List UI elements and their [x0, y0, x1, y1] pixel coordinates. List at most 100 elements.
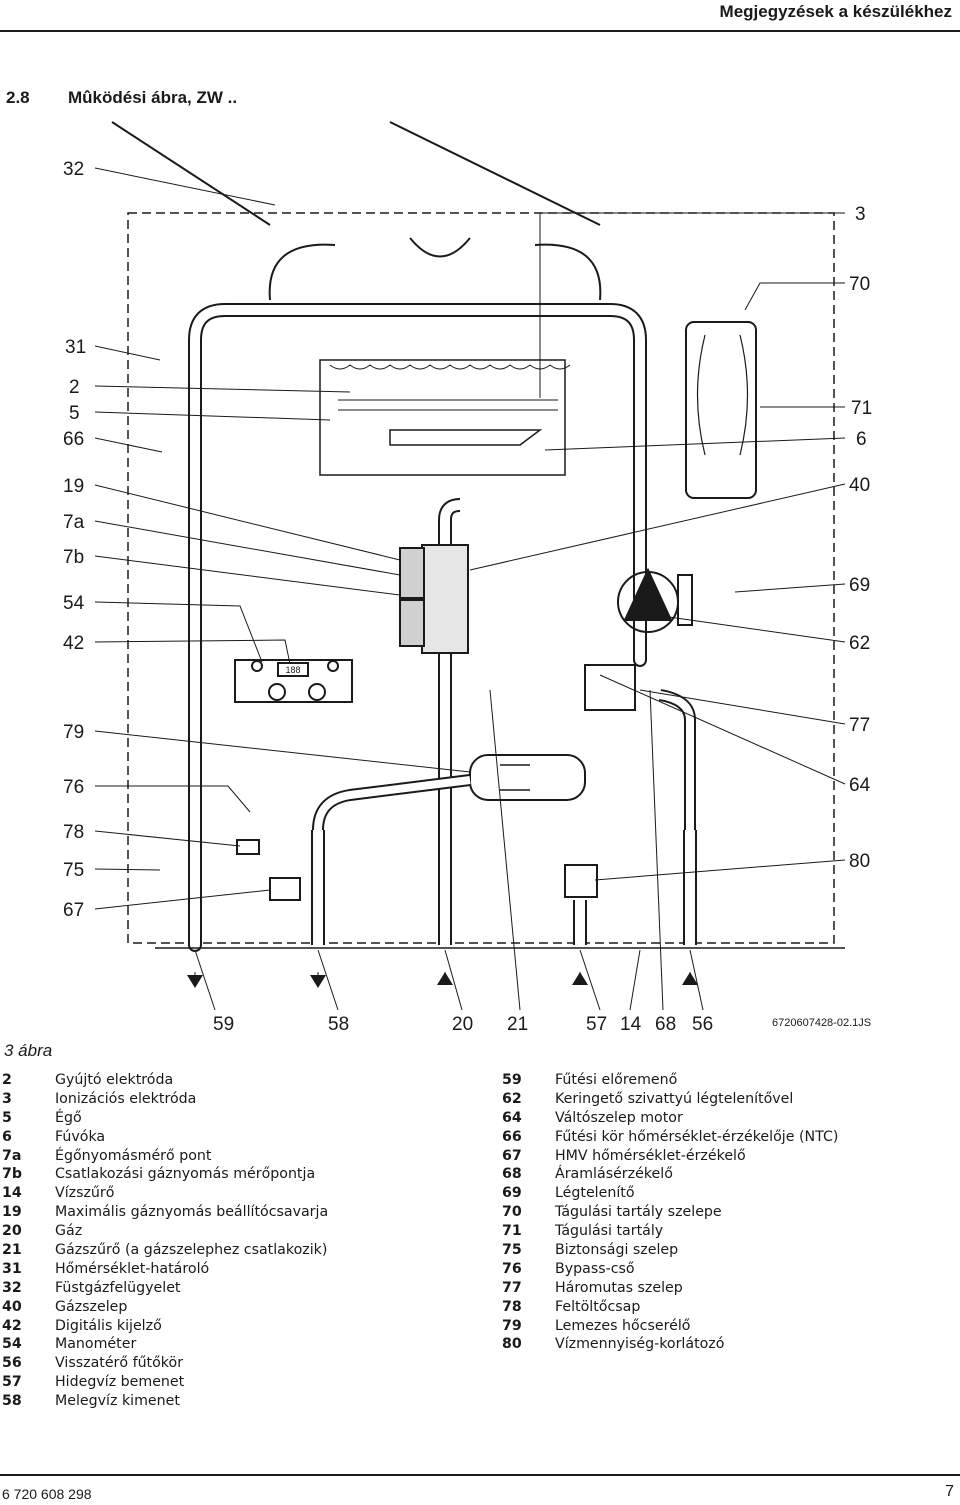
- legend-text: Égő: [55, 1109, 82, 1126]
- header-rule: [0, 30, 960, 32]
- legend-number: 80: [502, 1336, 522, 1353]
- label-5: 5: [69, 403, 80, 424]
- legend-number: 3: [2, 1090, 12, 1107]
- legend-text: Csatlakozási gáznyomás mérőpontja: [55, 1166, 316, 1183]
- legend-item: 21 Gázszűrő (a gázszelephez csatlakozik): [2, 1241, 328, 1260]
- label-14: 14: [620, 1014, 642, 1035]
- footer-document-code: 6 720 608 298: [2, 1486, 92, 1502]
- label-80: 80: [849, 851, 870, 872]
- legend-text: Áramlásérzékelő: [555, 1166, 673, 1183]
- legend-number: 5: [2, 1109, 12, 1126]
- legend-number: 57: [2, 1374, 22, 1391]
- label-68: 68: [655, 1014, 676, 1035]
- legend-number: 21: [2, 1242, 22, 1259]
- legend-text: Hőmérséklet-határoló: [55, 1260, 210, 1277]
- legend-number: 75: [502, 1242, 522, 1259]
- label-32: 32: [63, 159, 84, 180]
- footer-rule: [0, 1474, 960, 1476]
- legend-text: Keringető szivattyú légtelenítővel: [555, 1090, 794, 1107]
- legend-number: 31: [2, 1260, 22, 1277]
- legend-number: 76: [502, 1260, 522, 1277]
- display-readout: 188: [285, 665, 300, 675]
- label-7b: 7b: [63, 547, 84, 568]
- legend-item: 70 Tágulási tartály szelepe: [502, 1203, 838, 1222]
- legend-item: 78 Feltöltőcsap: [502, 1298, 838, 1317]
- legend-text: Ionizációs elektróda: [55, 1090, 197, 1107]
- legend-text: Feltöltőcsap: [555, 1298, 641, 1315]
- legend-item: 80 Vízmennyiség-korlátozó: [502, 1335, 838, 1354]
- legend-number: 66: [502, 1128, 522, 1145]
- label-54: 54: [63, 593, 85, 614]
- label-79: 79: [63, 722, 84, 743]
- legend-text: Biztonsági szelep: [555, 1242, 679, 1259]
- filling-valve: [236, 839, 260, 855]
- label-19: 19: [63, 476, 84, 497]
- legend-item: 62 Keringető szivattyú légtelenítővel: [502, 1090, 838, 1109]
- legend-item: 75 Biztonsági szelep: [502, 1241, 838, 1260]
- legend-number: 56: [2, 1355, 22, 1372]
- legend-text: Vízmennyiség-korlátozó: [555, 1336, 725, 1353]
- label-71: 71: [851, 398, 872, 419]
- label-3: 3: [855, 204, 866, 225]
- legend-number: 58: [2, 1393, 22, 1410]
- three-way-valve: [584, 664, 636, 711]
- legend-number: 71: [502, 1223, 522, 1240]
- legend-text: Füstgázfelügyelet: [55, 1279, 181, 1296]
- label-56: 56: [692, 1014, 713, 1035]
- label-2: 2: [69, 377, 80, 398]
- legend-text: Tágulási tartály: [555, 1223, 664, 1240]
- legend-text: Gyújtó elektróda: [55, 1072, 174, 1088]
- label-75: 75: [63, 860, 84, 881]
- legend-item: 3 Ionizációs elektróda: [2, 1090, 328, 1109]
- legend-text: HMV hőmérséklet-érzékelő: [555, 1147, 746, 1164]
- legend-text: Tágulási tartály szelepe: [555, 1204, 722, 1221]
- appliance-frame: [127, 212, 835, 944]
- legend-number: 70: [502, 1204, 522, 1221]
- left-labels: 32 31 2 5 66 19 7a 7b 54 42 79 76 78 75 …: [63, 159, 86, 921]
- label-42: 42: [63, 633, 84, 654]
- gas-valve: [421, 544, 469, 654]
- legend-number: 77: [502, 1279, 522, 1296]
- legend-number: 32: [2, 1279, 22, 1296]
- functional-diagram: 188 32 31 2 5 66 19 7a 7b 54 42 79 76 78…: [63, 121, 872, 1035]
- label-70: 70: [849, 274, 870, 295]
- legend-number: 78: [502, 1298, 522, 1315]
- label-40: 40: [849, 475, 870, 496]
- legend-text: Fűtési előremenő: [555, 1072, 678, 1088]
- legend-number: 62: [502, 1090, 522, 1107]
- legend-number: 2: [2, 1072, 12, 1088]
- legend-number: 20: [2, 1223, 22, 1240]
- label-66: 66: [63, 429, 84, 450]
- legend-text: Égőnyomásmérő pont: [55, 1147, 212, 1164]
- label-21: 21: [507, 1014, 528, 1035]
- flue-hood: [111, 121, 601, 226]
- legend-text: Fűtési kör hőmérséklet-érzékelője (NTC): [555, 1128, 839, 1145]
- section-number: 2.8: [6, 88, 30, 107]
- heat-exchanger: [319, 359, 566, 476]
- legend-text: Gázszűrő (a gázszelephez csatlakozik): [55, 1242, 328, 1259]
- legend-number: 14: [2, 1185, 22, 1202]
- legend-text: Manométer: [55, 1336, 137, 1353]
- drawing-code: 6720607428-02.1JS: [772, 1017, 871, 1029]
- legend-text: Gázszelep: [55, 1298, 128, 1315]
- section-title: Mûködési ábra, ZW ..: [68, 88, 238, 107]
- page-header-title: Megjegyzések a készülékhez: [719, 2, 952, 21]
- digital-display: [277, 662, 309, 677]
- legend-item: 5 Égő: [2, 1109, 328, 1128]
